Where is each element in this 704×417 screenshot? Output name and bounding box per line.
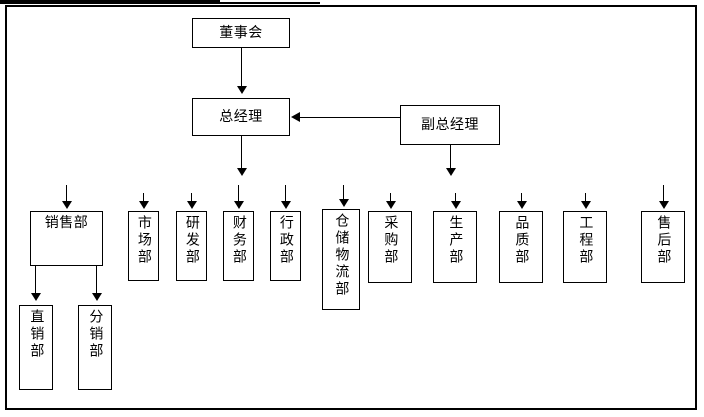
bus-bar-left-group bbox=[0, 0, 220, 2]
node-board[interactable]: 董事会 bbox=[192, 18, 290, 48]
node-sales-label: 销售部 bbox=[44, 215, 89, 231]
drop-after-sales bbox=[663, 185, 664, 203]
bus-bar-right-group bbox=[0, 2, 320, 4]
node-admin[interactable]: 行政部 bbox=[270, 211, 301, 281]
arrowhead-quality bbox=[517, 201, 527, 209]
drop-quality bbox=[521, 193, 522, 203]
arrowhead-board-to-gm bbox=[237, 86, 247, 94]
drop-marketing bbox=[143, 193, 144, 203]
node-engineering-label: 工程部 bbox=[577, 215, 594, 266]
drop-purchasing bbox=[390, 193, 391, 203]
node-marketing-label: 市场部 bbox=[135, 215, 152, 266]
arrowhead-after-sales bbox=[659, 201, 669, 209]
node-after-sales[interactable]: 售后部 bbox=[641, 211, 685, 283]
arrowhead-marketing bbox=[139, 201, 149, 209]
drop-finance bbox=[238, 185, 239, 203]
node-warehouse-logistics[interactable]: 仓储物流部 bbox=[322, 209, 360, 310]
node-warehouse-logistics-label: 仓储物流部 bbox=[333, 213, 350, 298]
node-finance[interactable]: 财务部 bbox=[223, 211, 254, 281]
arrowhead-finance bbox=[234, 201, 244, 209]
node-admin-label: 行政部 bbox=[277, 215, 294, 266]
node-quality[interactable]: 品质部 bbox=[499, 211, 543, 283]
drop-direct-sales bbox=[35, 266, 36, 295]
arrowhead-warehouse-logistics bbox=[339, 199, 349, 207]
node-rnd[interactable]: 研发部 bbox=[176, 211, 207, 281]
connector-deputy-to-right-bus bbox=[450, 145, 451, 170]
node-direct-sales-label: 直销部 bbox=[28, 309, 45, 360]
arrowhead-gm-down bbox=[237, 168, 247, 176]
node-general-manager[interactable]: 总经理 bbox=[192, 98, 290, 136]
connector-gm-to-left-bus bbox=[241, 136, 242, 170]
drop-distribution bbox=[96, 266, 97, 295]
node-production-label: 生产部 bbox=[447, 215, 464, 266]
node-after-sales-label: 售后部 bbox=[655, 215, 672, 266]
node-marketing[interactable]: 市场部 bbox=[128, 211, 159, 281]
node-deputy-general-manager[interactable]: 副总经理 bbox=[400, 105, 500, 145]
arrowhead-rnd bbox=[187, 201, 197, 209]
drop-admin bbox=[285, 185, 286, 203]
diagram-border bbox=[5, 5, 697, 410]
drop-rnd bbox=[191, 193, 192, 203]
node-distribution-label: 分销部 bbox=[87, 309, 104, 360]
node-distribution[interactable]: 分销部 bbox=[78, 305, 112, 390]
connector-deputy-to-gm bbox=[300, 117, 400, 118]
node-engineering[interactable]: 工程部 bbox=[563, 211, 607, 283]
arrowhead-production bbox=[451, 201, 461, 209]
node-purchasing-label: 采购部 bbox=[382, 215, 399, 266]
node-quality-label: 品质部 bbox=[513, 215, 530, 266]
node-deputy-general-manager-label: 副总经理 bbox=[421, 116, 479, 133]
node-rnd-label: 研发部 bbox=[183, 215, 200, 266]
drop-production bbox=[455, 193, 456, 203]
node-general-manager-label: 总经理 bbox=[219, 108, 263, 125]
connector-board-to-gm bbox=[241, 48, 242, 86]
node-direct-sales[interactable]: 直销部 bbox=[19, 305, 53, 390]
node-finance-label: 财务部 bbox=[230, 215, 247, 266]
arrowhead-purchasing bbox=[386, 201, 396, 209]
arrowhead-deputy-down bbox=[446, 168, 456, 176]
node-production[interactable]: 生产部 bbox=[433, 211, 477, 283]
drop-warehouse-logistics bbox=[343, 185, 344, 201]
node-board-label: 董事会 bbox=[219, 24, 263, 41]
arrowhead-sales bbox=[62, 201, 72, 209]
arrowhead-direct-sales bbox=[31, 293, 41, 301]
drop-engineering bbox=[585, 193, 586, 203]
node-purchasing[interactable]: 采购部 bbox=[368, 211, 412, 283]
node-sales[interactable]: 销售部 bbox=[30, 211, 103, 266]
drop-sales bbox=[66, 185, 67, 203]
arrowhead-distribution bbox=[92, 293, 102, 301]
arrowhead-admin bbox=[281, 201, 291, 209]
arrowhead-engineering bbox=[581, 201, 591, 209]
arrowhead-deputy-to-gm bbox=[291, 112, 300, 122]
